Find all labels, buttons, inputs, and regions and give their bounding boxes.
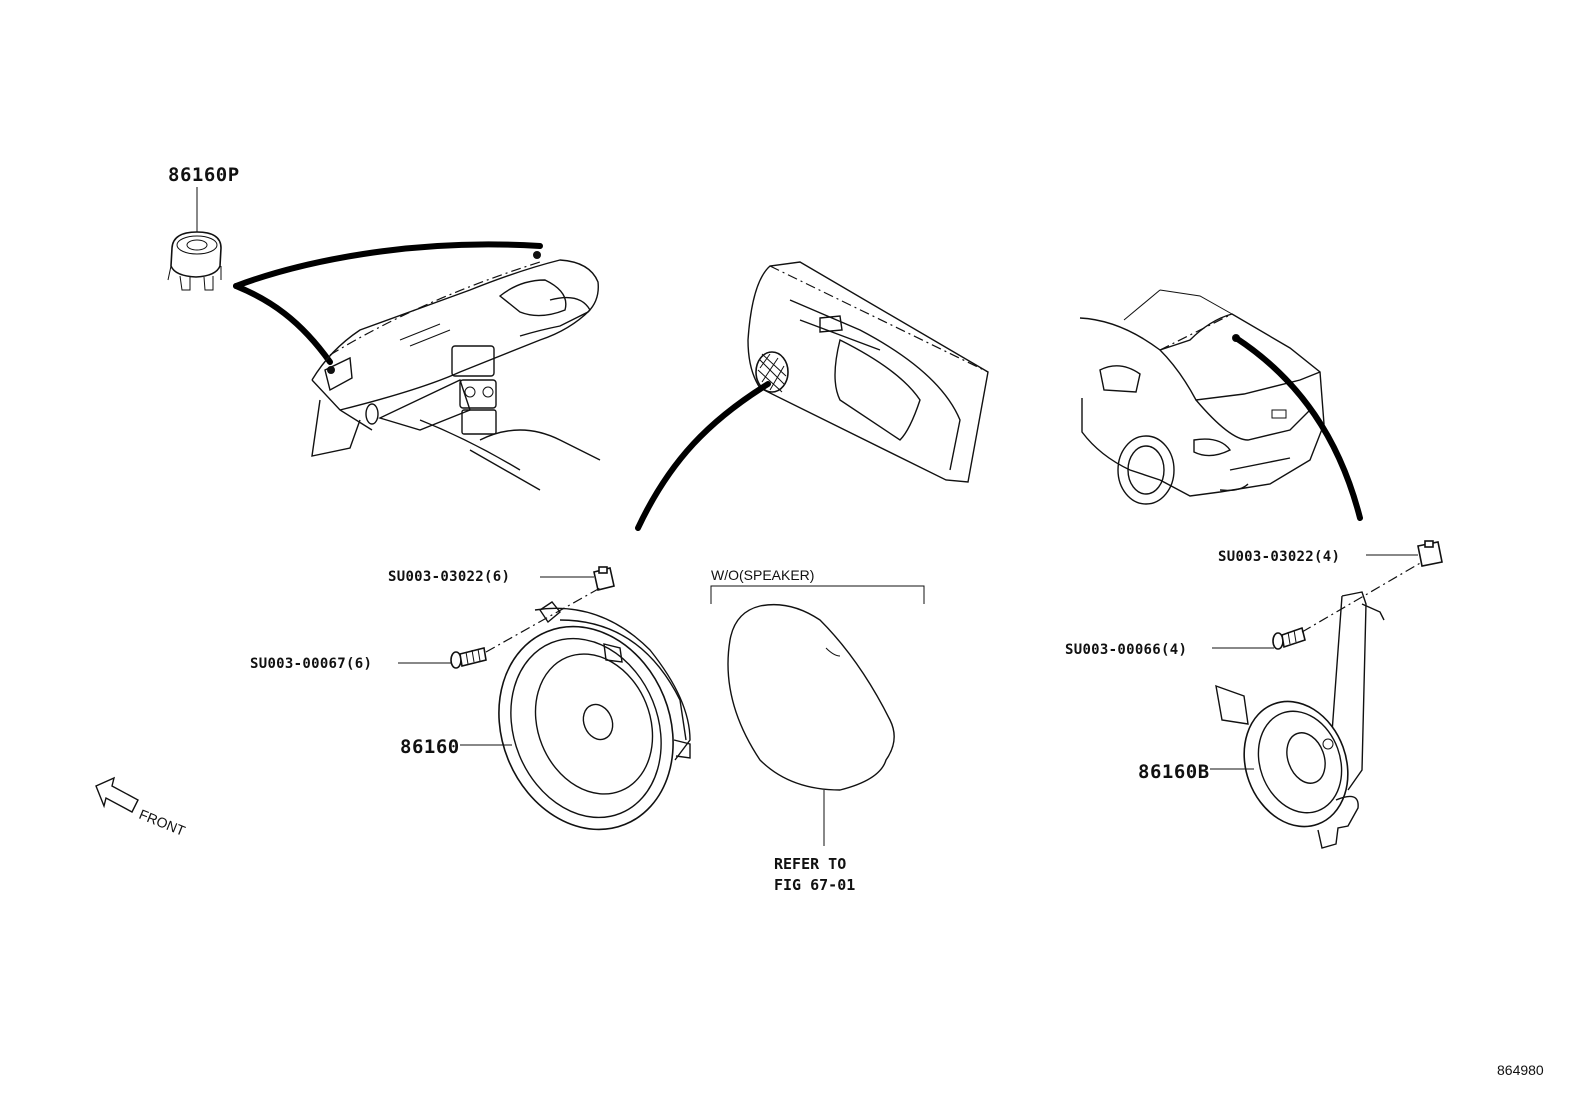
without-speaker-note: W/O(SPEAKER) [711, 567, 814, 583]
tweeter-86160p[interactable]: 86160P [167, 164, 240, 291]
refer-text-line2: FIG 67-01 [774, 876, 855, 894]
figure-number: 864980 [1497, 1062, 1544, 1078]
part-label-86160p: 86160P [168, 164, 240, 186]
pointer-line [635, 381, 771, 531]
clip-front[interactable] [593, 566, 615, 591]
front-arrow-icon [95, 776, 139, 813]
front-direction-indicator: FRONT [95, 776, 188, 839]
part-label-clip-front: SU003-03022(6) [388, 569, 510, 585]
rear-car-illustration [1079, 289, 1325, 505]
refer-text-line1: REFER TO [774, 855, 846, 873]
pointer-line [1233, 335, 1363, 521]
pointer-line [233, 241, 543, 289]
dashboard-illustration [311, 251, 601, 491]
pointer-line [233, 283, 333, 365]
screw-rear[interactable] [1272, 626, 1306, 650]
front-label: FRONT [137, 806, 188, 839]
door-panel-illustration [747, 261, 989, 483]
part-label-screw-front: SU003-00067(6) [250, 656, 372, 672]
part-label-screw-rear: SU003-00066(4) [1065, 642, 1187, 658]
without-speaker-group: W/O(SPEAKER) REFER TO FIG 67-01 [710, 567, 925, 894]
screw-front[interactable] [450, 647, 487, 669]
part-label-86160b: 86160B [1138, 761, 1210, 783]
part-label-clip-rear: SU003-03022(4) [1218, 549, 1340, 565]
front-door-speaker-86160[interactable]: SU003-03022(6) SU003-00067(6) 86160 [250, 566, 703, 856]
part-label-86160: 86160 [400, 736, 460, 758]
cover-panel[interactable] [727, 603, 895, 791]
clip-rear[interactable] [1417, 540, 1443, 567]
bracket-line [710, 585, 925, 604]
rear-speaker-86160b[interactable]: SU003-03022(4) SU003-00066(4) 86160B [1065, 540, 1443, 849]
